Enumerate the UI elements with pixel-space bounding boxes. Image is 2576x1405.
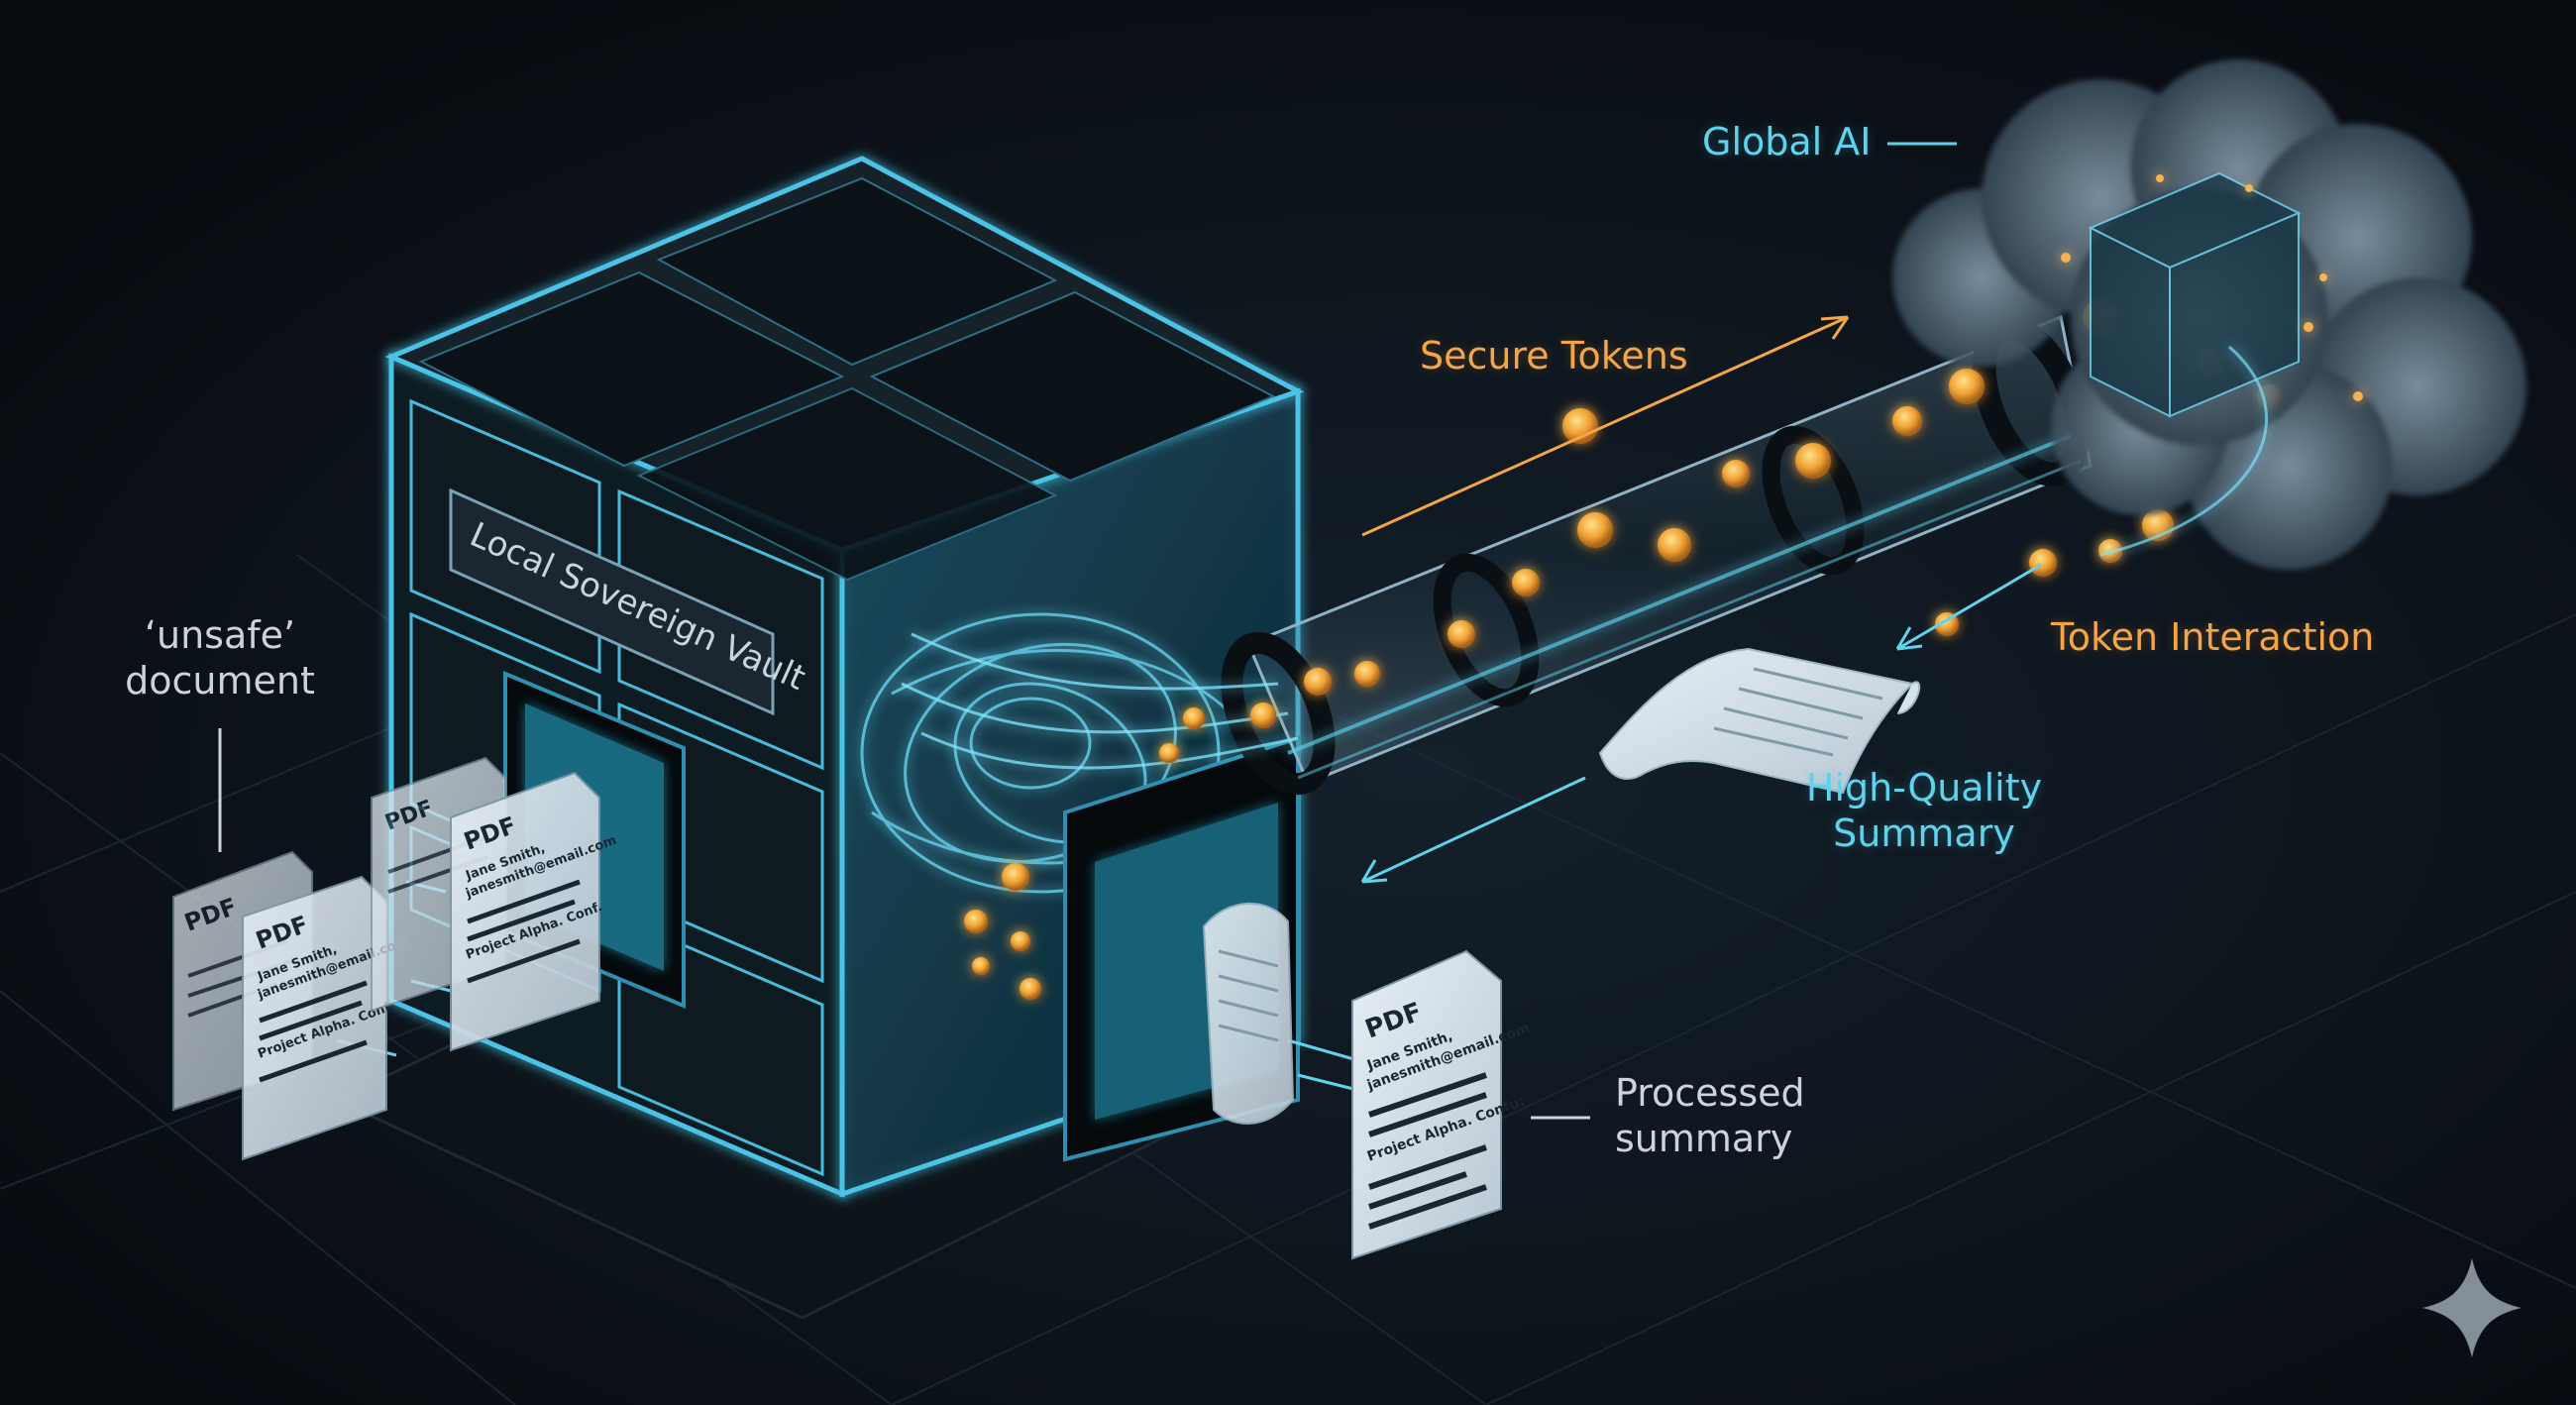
- token: [1011, 931, 1030, 951]
- cloud-sparkles: [2061, 174, 2363, 401]
- sparkle-icon: [2422, 1258, 2522, 1357]
- token: [1002, 863, 1029, 891]
- processed-summary-label: Processed summary: [1615, 1070, 1805, 1161]
- output-scroll: [1202, 902, 1295, 1125]
- unsafe-document-line-1: ‘unsafe’: [144, 613, 296, 657]
- high-quality-summary-label: High-Quality Summary: [1805, 765, 2043, 856]
- token: [1722, 460, 1750, 487]
- summary-scroll: [1598, 647, 1921, 795]
- token: [1892, 406, 1922, 436]
- global-ai-label: Global AI: [1702, 120, 1872, 163]
- token-interaction-label: Token Interaction: [2051, 615, 2375, 659]
- unsafe-document-label: ‘unsafe’ document: [111, 612, 329, 703]
- token: [1304, 668, 1332, 696]
- token: [1354, 661, 1380, 687]
- token: [1658, 528, 1691, 562]
- vortex-swirl: [860, 612, 1250, 894]
- token: [1512, 569, 1540, 596]
- input-document: PDF Jane Smith, janesmith@email.com Proj…: [242, 875, 410, 1161]
- input-document: PDF Jane Smith, janesmith@email.com Proj…: [450, 771, 618, 1052]
- high-quality-summary-line-2: Summary: [1833, 811, 2015, 855]
- secure-tokens-label: Secure Tokens: [1420, 334, 1688, 378]
- unsafe-document-line-2: document: [125, 659, 315, 702]
- token: [1577, 512, 1613, 548]
- processed-summary-line-1: Processed: [1615, 1071, 1805, 1115]
- cloud: [1892, 59, 2526, 570]
- input-documents: PDF PDF Jane Smith, janesmith@email.com …: [172, 756, 618, 1161]
- token: [972, 957, 990, 975]
- token: [1159, 743, 1179, 763]
- data-stream: [901, 632, 1299, 770]
- token: [1795, 443, 1831, 479]
- processed-summary-line-2: summary: [1615, 1117, 1793, 1160]
- output-document: PDF Jane Smith, janesmith@email.com Proj…: [1351, 949, 1532, 1260]
- token: [1448, 620, 1475, 648]
- token: [1935, 612, 1959, 636]
- token: [2029, 549, 2057, 577]
- token: [1020, 978, 1041, 1000]
- token: [1250, 702, 1276, 728]
- return-stream: [2099, 345, 2268, 557]
- token: [1562, 408, 1598, 444]
- high-quality-summary-line-1: High-Quality: [1805, 766, 2043, 810]
- token: [964, 910, 988, 933]
- token: [1183, 707, 1205, 729]
- token: [1949, 369, 1985, 404]
